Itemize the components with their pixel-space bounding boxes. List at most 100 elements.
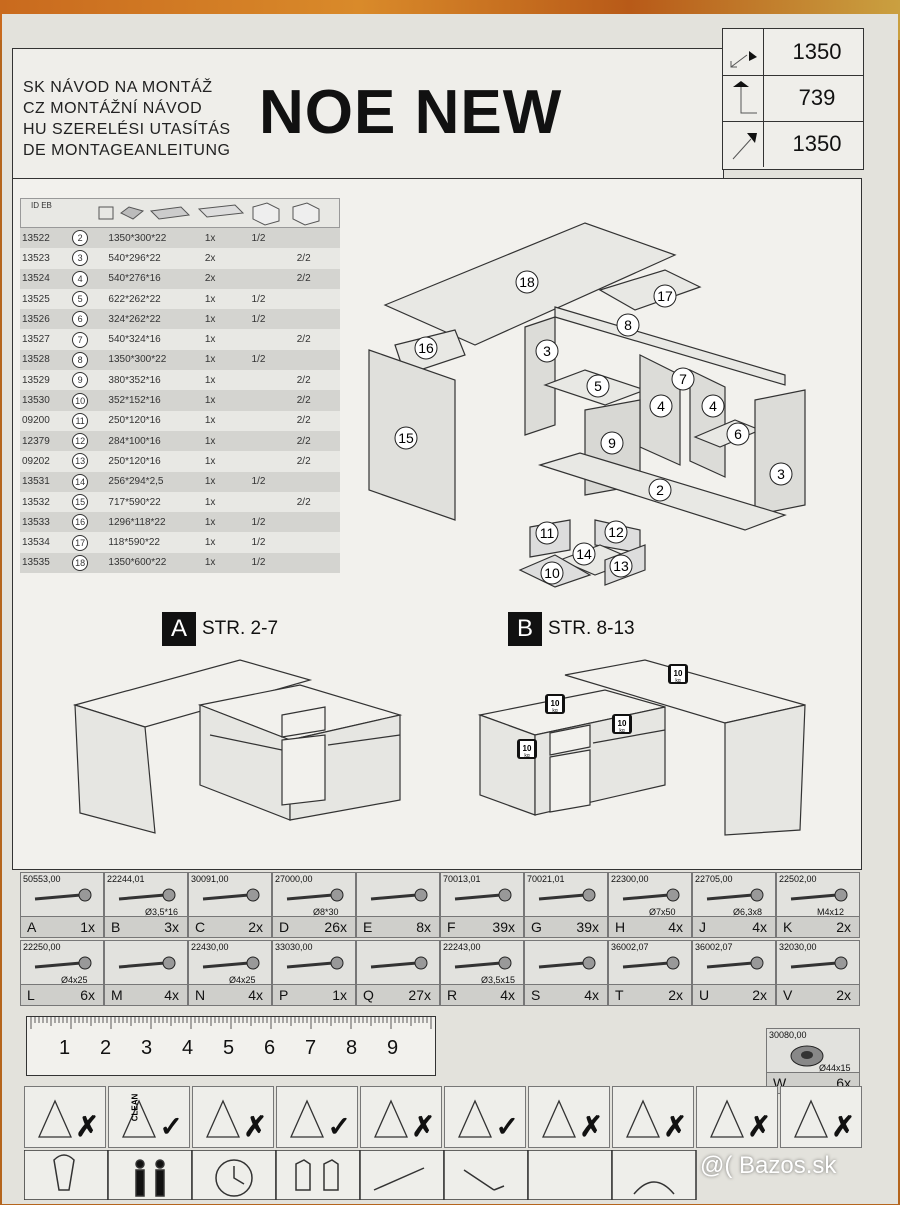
part-box1 — [249, 268, 295, 289]
hardware-count: 2x — [752, 987, 767, 1003]
part-box1 — [249, 390, 295, 411]
ruler-number: 3 — [141, 1037, 153, 1059]
clean-text: CLEAN — [130, 1093, 140, 1122]
hardware-code: 70021,01 — [527, 874, 565, 884]
hardware-fitting-icon — [538, 956, 596, 970]
part-number-circle: 18 — [72, 554, 89, 571]
hardware-code: 22250,00 — [23, 942, 61, 952]
hardware-letter: H — [615, 919, 626, 935]
check-mark: ✗ — [75, 1111, 99, 1142]
part-size: 622*262*22 — [106, 288, 203, 310]
part-qty: 2x — [202, 248, 250, 269]
part-label: 9 — [608, 435, 616, 451]
part-label-circle — [609, 554, 633, 578]
hardware-count: 39x — [576, 919, 599, 935]
hardware-fitting-icon — [790, 956, 848, 970]
weight-unit-2: kg — [675, 678, 681, 684]
part-box2 — [294, 512, 340, 533]
check-mark: ✗ — [831, 1111, 855, 1142]
hardware-letter: A — [27, 919, 37, 935]
hardware-code: 22243,00 — [443, 942, 481, 952]
part-label: 4 — [657, 398, 665, 414]
hardware-fitting-icon — [454, 956, 512, 970]
part-num: 11 — [70, 410, 107, 431]
hardware-fitting-icon — [454, 888, 512, 902]
parts-header-icons — [98, 202, 320, 226]
hardware-letter: S — [531, 987, 541, 1003]
weight-unit-1: kg — [552, 708, 558, 714]
hardware-fitting-icon — [706, 888, 764, 902]
document-header: SK NÁVOD NA MONTÁŽ CZ MONTÁŽNÍ NÁVOD HU … — [12, 48, 724, 190]
hardware-code: 36002,07 — [695, 942, 733, 952]
part-label-circle — [726, 422, 750, 446]
weight-label-2: 10 — [674, 669, 683, 678]
hardware-count: 8x — [416, 919, 431, 935]
part-num: 10 — [70, 390, 107, 411]
hardware-letter: E — [363, 919, 373, 935]
part-box2 — [294, 349, 340, 371]
part-label: 3 — [543, 343, 551, 359]
variant-a-drawing — [72, 659, 403, 834]
part-id: 13525 — [20, 288, 71, 310]
instruction-pictogram — [625, 1099, 661, 1138]
part-qty: 1x — [202, 288, 250, 310]
part-label-circle — [586, 374, 610, 398]
part-label-circle — [600, 431, 624, 455]
part-label: 2 — [656, 482, 664, 498]
id-header: ID EB — [31, 201, 52, 210]
part-qty: 1x — [202, 228, 250, 249]
ruler-number: 5 — [223, 1037, 235, 1059]
hardware-fitting-icon — [622, 956, 680, 970]
part-id: 09202 — [20, 451, 71, 472]
part-label-circle — [671, 367, 695, 391]
part-upper-shelf — [554, 306, 786, 386]
part-number-circle: 10 — [72, 392, 89, 409]
hardware-code: 22244,01 — [107, 874, 145, 884]
part-qty: 1x — [202, 309, 250, 330]
hardware-code: 27000,00 — [275, 874, 313, 884]
hardware-size: Ø6,3x8 — [733, 907, 763, 917]
check-mark: ✗ — [411, 1111, 435, 1142]
instruction-no-single-person-icon: ✗ — [528, 1086, 610, 1148]
part-num: 8 — [70, 349, 107, 371]
watermark: @( Bazos.sk — [700, 1152, 837, 1179]
ruler-number: 8 — [346, 1037, 358, 1059]
instruction-pictogram — [457, 1099, 493, 1138]
check-mark: ✓ — [495, 1111, 519, 1142]
hardware-fitting-icon — [286, 956, 344, 970]
part-label-circle — [572, 542, 596, 566]
part-box1: 1/2 — [249, 471, 295, 492]
hardware-fitting-icon — [790, 888, 848, 902]
instruction-clean-ok-icon: CLEAN✓ — [108, 1086, 190, 1148]
hardware-fitting-icon — [538, 888, 596, 902]
part-box2 — [294, 309, 340, 330]
part-qty: 2x — [202, 268, 250, 289]
hardware-letter: L — [27, 987, 35, 1003]
part-box2: 2/2 — [294, 370, 340, 391]
weight-unit-4: kg — [524, 753, 530, 759]
part-number-circle: 6 — [72, 311, 89, 328]
part-num: 5 — [70, 288, 107, 310]
part-number-circle: 9 — [72, 372, 89, 389]
part-qty: 1x — [202, 329, 250, 350]
part-number-circle: 16 — [72, 514, 89, 531]
part-box1: 1/2 — [249, 228, 295, 249]
instruction-no-child-icon: ✗ — [696, 1086, 778, 1148]
part-box1 — [249, 329, 295, 350]
part-box1 — [249, 451, 295, 472]
